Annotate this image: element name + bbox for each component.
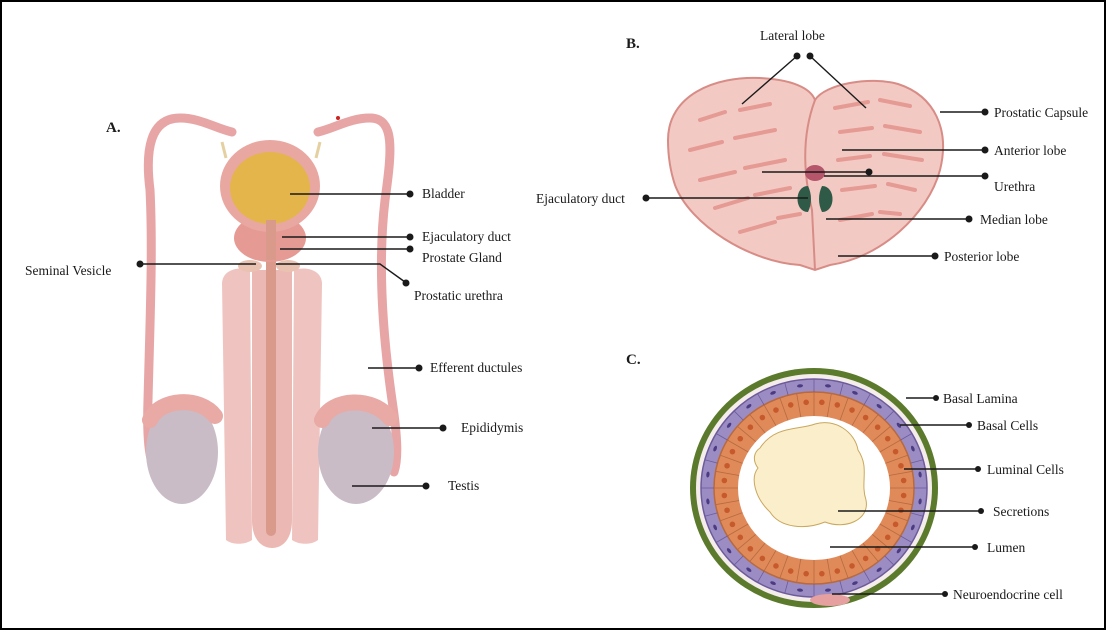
label-efferent-ductules: Efferent ductules xyxy=(430,360,522,375)
bladder xyxy=(230,152,310,224)
label-bladder: Bladder xyxy=(422,186,465,201)
label-lateral-lobe: Lateral lobe xyxy=(760,28,825,43)
label-ejaculatory-duct-b: Ejaculatory duct xyxy=(536,191,625,206)
label-basal-lamina: Basal Lamina xyxy=(943,391,1018,406)
red-dot-mark xyxy=(336,116,340,120)
urethra-shaft xyxy=(266,240,276,536)
label-prostate-gland: Prostate Gland xyxy=(422,250,502,265)
neuroendocrine-cell xyxy=(810,594,850,606)
label-median-lobe: Median lobe xyxy=(980,212,1048,227)
label-ejaculatory-duct-a: Ejaculatory duct xyxy=(422,229,511,244)
label-anterior-lobe: Anterior lobe xyxy=(994,143,1066,158)
panel-c-illustration xyxy=(690,368,938,608)
label-luminal-cells: Luminal Cells xyxy=(987,462,1064,477)
label-basal-cells: Basal Cells xyxy=(977,418,1038,433)
label-seminal-vesicle: Seminal Vesicle xyxy=(25,263,111,278)
label-prostatic-capsule: Prostatic Capsule xyxy=(994,105,1088,120)
label-lumen: Lumen xyxy=(987,540,1025,555)
label-secretions: Secretions xyxy=(993,504,1049,519)
seminal-vesicle-left xyxy=(238,260,262,272)
corpus-cavernosum-left xyxy=(222,269,252,544)
label-prostatic-urethra: Prostatic urethra xyxy=(414,288,503,303)
label-testis: Testis xyxy=(448,478,479,493)
panel-a-label: A. xyxy=(106,120,121,136)
prostatic-urethra xyxy=(266,220,276,260)
panel-b-label: B. xyxy=(626,36,640,52)
panel-c-label: C. xyxy=(626,352,641,368)
corpus-cavernosum-right xyxy=(292,269,322,544)
seminal-vesicle-right xyxy=(276,260,300,272)
label-posterior-lobe: Posterior lobe xyxy=(944,249,1019,264)
label-neuroendocrine-cell: Neuroendocrine cell xyxy=(953,587,1063,602)
urethra-cross-section xyxy=(805,165,825,181)
label-epididymis: Epididymis xyxy=(461,420,523,435)
label-urethra: Urethra xyxy=(994,179,1035,194)
